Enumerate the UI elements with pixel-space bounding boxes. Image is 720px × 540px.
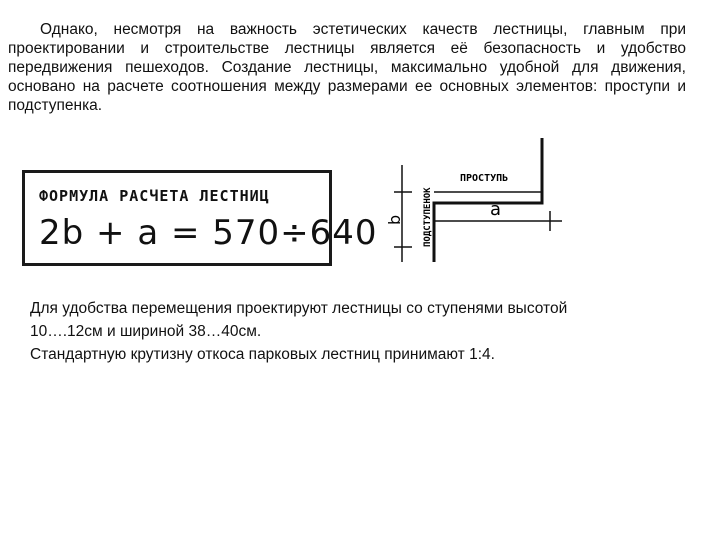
riser-label: ПОДСТУПЕНОК [423, 187, 433, 247]
stair-diagram: ПОДСТУПЕНОК ПРОСТУПЬ b a [385, 138, 562, 262]
rules-text: Для удобства перемещения проектируют лес… [30, 297, 710, 366]
formula-title: ФОРМУЛА РАСЧЕТА ЛЕСТНИЦ [39, 187, 270, 205]
intro-paragraph: Однако, несмотря на важность эстетически… [8, 21, 686, 114]
tread-symbol: a [490, 199, 501, 220]
rule-line: Для удобства перемещения проектируют лес… [30, 300, 568, 317]
riser-symbol: b [385, 215, 404, 225]
stair-profile [432, 138, 544, 262]
formula-expression: 2b + a = 570÷640 [39, 213, 378, 253]
tread-label: ПРОСТУПЬ [460, 173, 508, 184]
rule-line: 10….12см и шириной 38…40см. [30, 323, 262, 340]
tread-dimension-line [434, 211, 562, 231]
riser-dimension-line [394, 165, 412, 262]
rule-line: Стандартную крутизну откоса парковых лес… [30, 346, 495, 363]
formula-box: ФОРМУЛА РАСЧЕТА ЛЕСТНИЦ 2b + a = 570÷640 [22, 170, 377, 266]
